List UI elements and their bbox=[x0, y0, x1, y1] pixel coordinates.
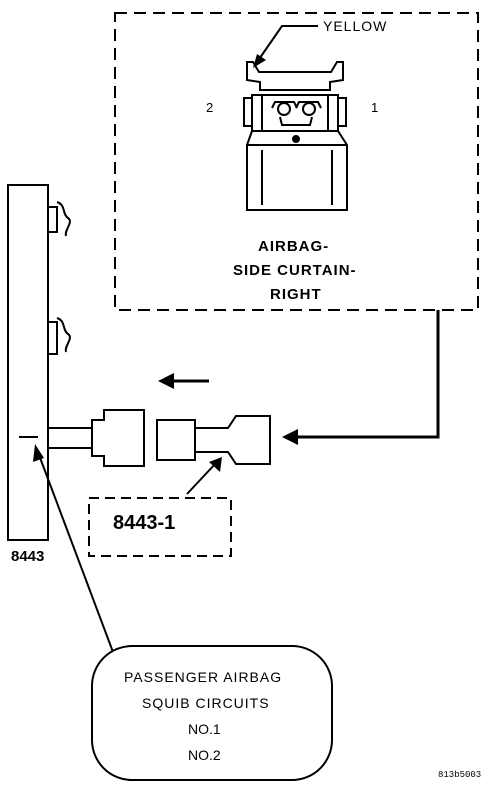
yellow-label: YELLOW bbox=[323, 18, 388, 34]
tester-8443-body bbox=[7, 184, 71, 541]
pin-2-label: 2 bbox=[206, 100, 214, 115]
callout-line-2: SQUIB CIRCUITS bbox=[142, 695, 270, 711]
connector-title-line-3: RIGHT bbox=[270, 286, 322, 303]
connector-title-line-2: SIDE CURTAIN- bbox=[233, 262, 357, 279]
connector-title-line-1: AIRBAG- bbox=[258, 238, 330, 255]
callout-line-4: NO.2 bbox=[188, 747, 221, 763]
figure-id: 813b5003 bbox=[438, 770, 482, 780]
connection-line bbox=[282, 310, 440, 445]
adapter-8443-1-assembly bbox=[47, 409, 271, 467]
yellow-leader-arrow bbox=[253, 25, 318, 68]
callout-bubble bbox=[91, 645, 333, 781]
callout-line-1: PASSENGER AIRBAG bbox=[124, 669, 283, 685]
pin-1-label: 1 bbox=[371, 100, 379, 115]
adapter-leader-arrow bbox=[186, 457, 222, 495]
adapter-label: 8443-1 bbox=[113, 512, 176, 534]
adapter-label-box bbox=[88, 497, 232, 557]
callout-leader-arrow bbox=[33, 444, 114, 653]
airbag-connector-icon bbox=[243, 61, 348, 211]
tester-label: 8443 bbox=[11, 548, 45, 565]
callout-line-3: NO.1 bbox=[188, 721, 221, 737]
push-direction-arrow bbox=[158, 373, 209, 389]
connector-inset-box bbox=[114, 12, 479, 311]
